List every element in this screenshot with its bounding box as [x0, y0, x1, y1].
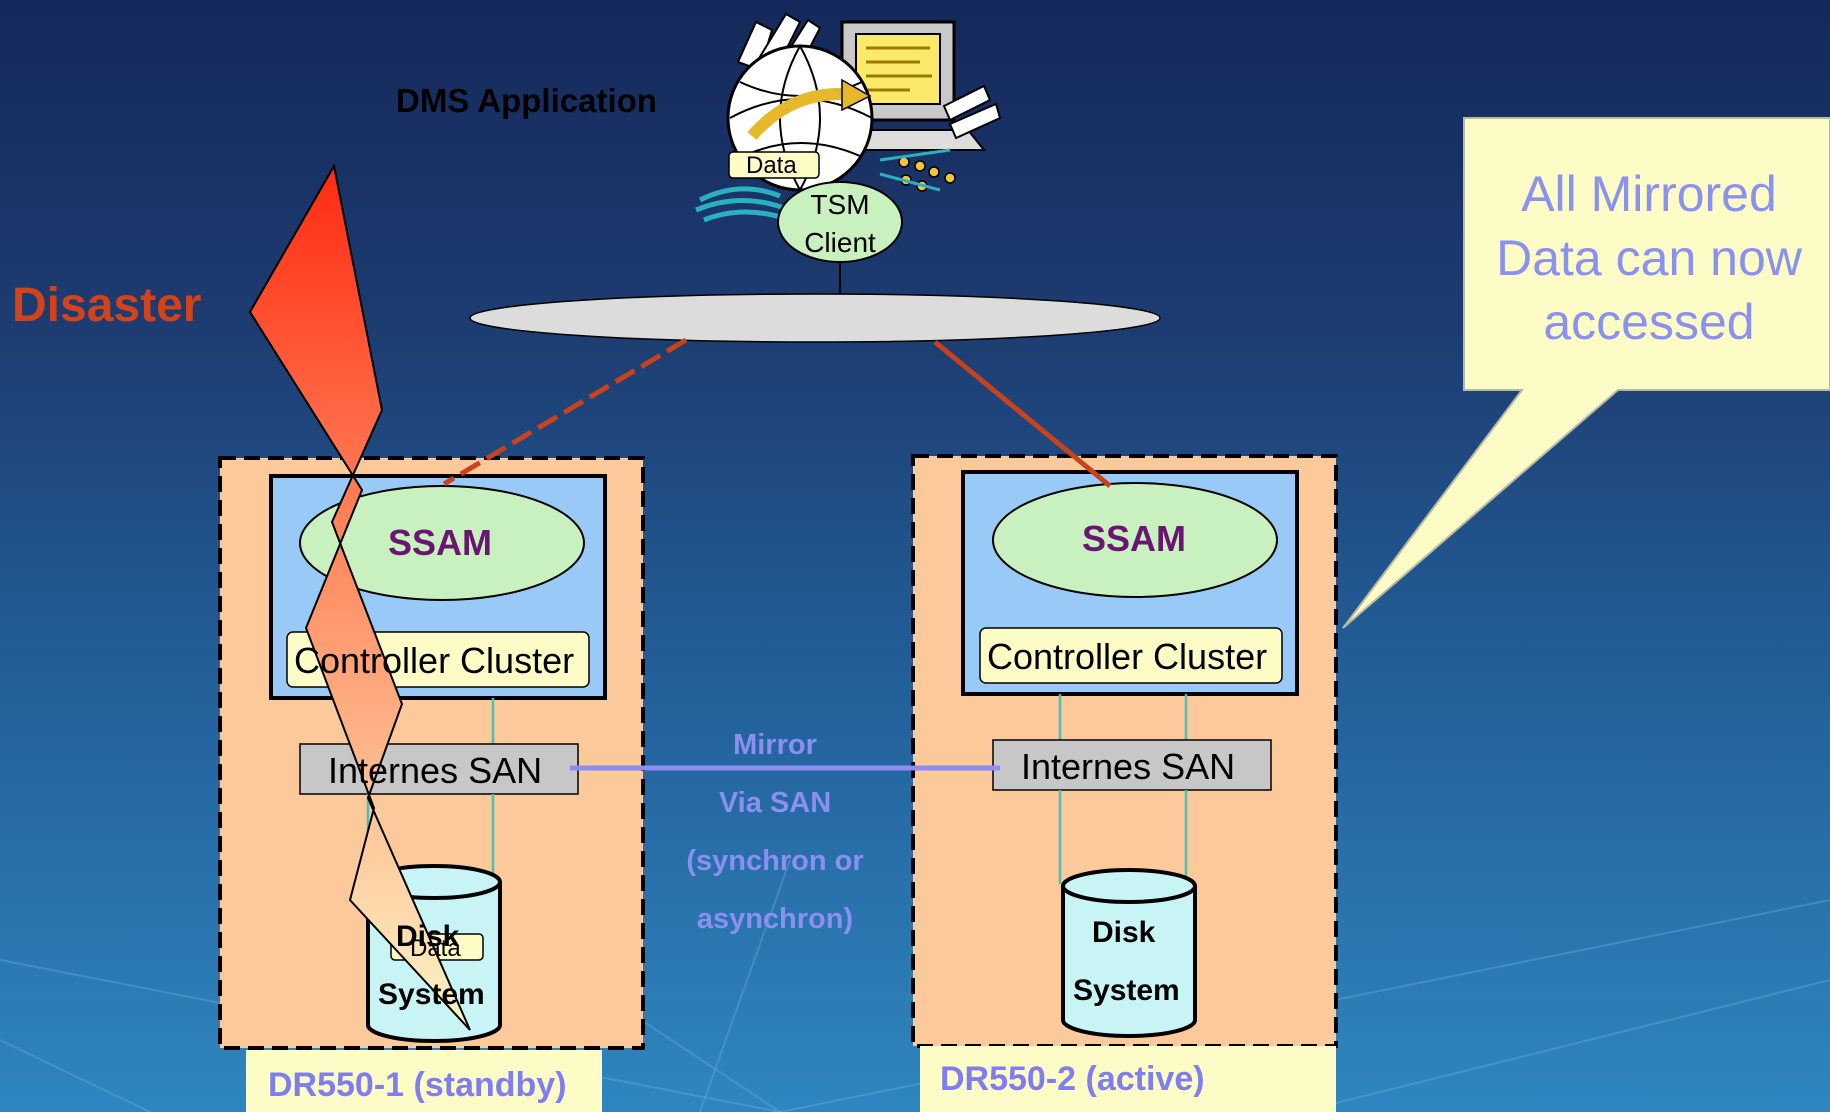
- link-left-dashed: [442, 337, 688, 487]
- network-ellipse: [469, 293, 1161, 343]
- mirror-line3: (synchron or: [686, 845, 864, 877]
- caption-dr550-1: DR550-1 (standby): [268, 1066, 567, 1104]
- link-right: [933, 340, 1112, 488]
- disaster-label: Disaster: [12, 279, 202, 332]
- data-tag-left: Data: [410, 935, 461, 962]
- mirror-line4: asynchron): [696, 903, 854, 935]
- callout-bubble: [1342, 117, 1830, 629]
- controller-cluster-label-right: Controller Cluster: [987, 636, 1268, 677]
- dms-application-icon: [695, 12, 1002, 263]
- controller-cluster-label-box-right: [979, 627, 1283, 684]
- callout-line1: All Mirrored: [1521, 166, 1777, 222]
- system-label-left: System: [378, 978, 485, 1011]
- dms-application-label: DMS Application: [396, 82, 657, 119]
- disk-label-right: Disk: [1092, 916, 1156, 949]
- mirror-label: Mirror Via SAN (synchron or asynchron): [650, 716, 900, 948]
- ssam-ellipse-left: [299, 485, 585, 601]
- caption-box-left: [246, 1050, 602, 1112]
- callout-line3: accessed: [1543, 294, 1755, 350]
- caption-dr550-2: DR550-2 (active): [940, 1060, 1205, 1098]
- callout-text: All Mirrored Data can now accessed: [1468, 162, 1830, 354]
- ssam-label-left: SSAM: [388, 522, 493, 563]
- tsm-label-line2: Client: [804, 227, 876, 258]
- ssam-ellipse-right: [992, 482, 1278, 598]
- tsm-client-label: TSM Client: [780, 186, 900, 262]
- internes-san-label-right: Internes SAN: [1021, 746, 1236, 787]
- lightning-bolt-icon: [248, 163, 471, 1031]
- controller-cluster-label-left: Controller Cluster: [294, 640, 575, 681]
- caption-box-right: [920, 1046, 1336, 1112]
- tsm-label-line1: TSM: [810, 189, 870, 220]
- data-tag-top: Data: [746, 152, 797, 179]
- disk-system-cylinder-right: [1061, 868, 1197, 1038]
- ssam-label-right: SSAM: [1082, 518, 1187, 559]
- system-label-right: System: [1073, 974, 1180, 1007]
- internes-san-box-left: [299, 743, 579, 795]
- callout-line2: Data can now: [1496, 230, 1802, 286]
- internes-san-box-right: [992, 739, 1272, 791]
- disk-label-left: Disk: [396, 920, 460, 953]
- mirror-line2: Via SAN: [718, 787, 832, 819]
- internes-san-label-left: Internes SAN: [328, 750, 543, 791]
- mirror-line1: Mirror: [733, 729, 817, 761]
